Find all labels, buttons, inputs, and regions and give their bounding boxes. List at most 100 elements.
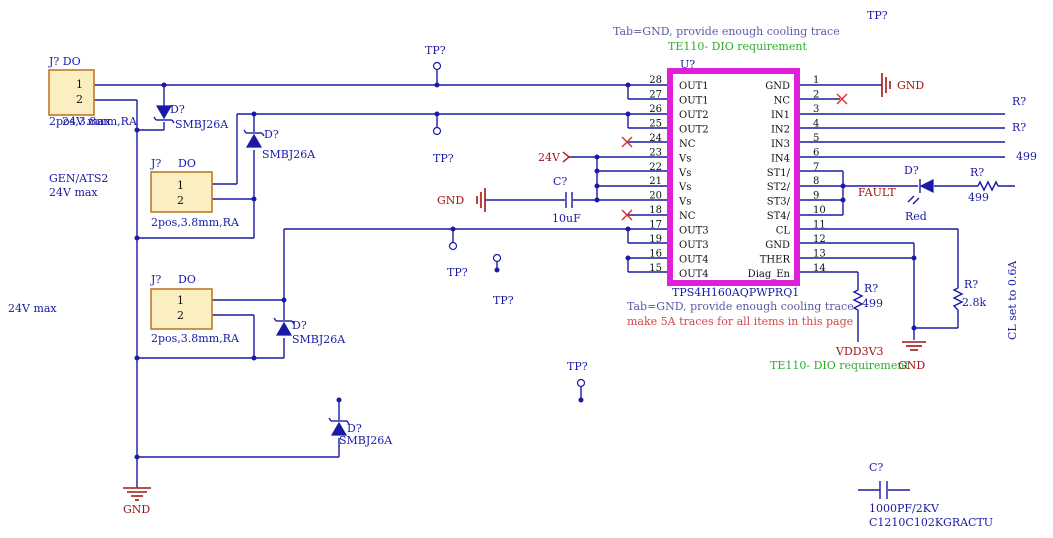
- no-connect-markers: [621, 93, 848, 221]
- resistor-diag[interactable]: R? 499: [852, 282, 883, 311]
- ic-left-pin-name: NC: [679, 211, 696, 222]
- connector-1-desc: 2pos,3.8mm,RA: [49, 115, 138, 128]
- ic-right-pin-number: 6: [813, 147, 819, 158]
- gnd-symbol-right-bottom: GND: [898, 341, 926, 372]
- ic-tps4h160[interactable]: U? TPS4H160AQPWPRQ1: [667, 58, 800, 299]
- gnd-label-right-bottom: GND: [898, 359, 925, 372]
- led-fault[interactable]: D? Red: [904, 164, 934, 223]
- ic-left-pin-name: Vs: [678, 197, 691, 208]
- resistor-cl-value: 2.8k: [962, 296, 986, 309]
- tvs-diode-3[interactable]: D? SMBJ26A: [273, 317, 346, 346]
- tvs-diode-2[interactable]: D? SMBJ26A: [243, 128, 316, 161]
- connector-3-ref: J?: [150, 273, 161, 286]
- ic-left-pin-number: 23: [649, 147, 662, 158]
- ic-right-pin-number: 9: [813, 191, 819, 202]
- ic-left-pin-name: Vs: [678, 182, 691, 193]
- capacitor-1000pf-ref: C?: [869, 461, 883, 474]
- resistor-fault[interactable]: R? 499: [968, 166, 999, 204]
- test-point-4[interactable]: TP?: [492, 253, 514, 308]
- ic-right-pin-name: ST2/: [767, 182, 791, 193]
- ic-left-pin-name: OUT2: [679, 124, 709, 135]
- note-bottom-green: TE110- DIO requirement: [770, 359, 909, 372]
- ic-right-pin-name: ST3/: [767, 197, 791, 208]
- ic-left-pin-name: OUT1: [679, 81, 709, 92]
- ic-right-pin-number: 2: [813, 89, 819, 100]
- ic-part: TPS4H160AQPWPRQ1: [672, 286, 799, 299]
- ic-right-pin-number: 8: [813, 176, 819, 187]
- ic-right-pin-name: IN1: [771, 110, 790, 121]
- test-point-5[interactable]: TP?: [567, 360, 588, 400]
- resistor-in2-ref: R?: [1012, 121, 1026, 134]
- connector-2-pin2: 2: [177, 194, 184, 207]
- ic-right-pin-name: Diag_En: [748, 269, 791, 280]
- ic-left-pin-name: Vs: [678, 153, 691, 164]
- connector-1-pin1: 1: [76, 78, 83, 91]
- ic-right-pin-name: NC: [774, 95, 791, 106]
- tvs-diode-4[interactable]: D? SMBJ26A: [328, 417, 393, 447]
- capacitor-10uf-value: 10uF: [552, 212, 581, 225]
- test-point-4-label: TP?: [493, 294, 514, 307]
- ic-left-pin-name: OUT1: [679, 95, 709, 106]
- test-point-1[interactable]: TP?: [425, 44, 446, 85]
- junctions: [134, 82, 917, 460]
- ic-right-pin-number: 3: [813, 104, 819, 115]
- tvs-diode-4-part: SMBJ26A: [339, 434, 393, 447]
- connector-2[interactable]: 1 2 J? DO 2pos,3.8mm,RA: [150, 157, 240, 229]
- test-point-3[interactable]: TP?: [447, 229, 468, 279]
- vdd-label: VDD3V3: [835, 345, 884, 358]
- capacitor-1000pf-value: 1000PF/2KV: [869, 502, 940, 515]
- max-voltage-label-1: 24V max: [49, 186, 98, 199]
- connector-3-pin1: 1: [177, 294, 184, 307]
- capacitor-1000pf[interactable]: C? 1000PF/2KV C1210C102KGRACTU: [869, 461, 993, 529]
- connector-3[interactable]: 1 2 J? DO 2pos,3.8mm,RA: [150, 273, 240, 345]
- max-voltage-label-2: 24V max: [8, 302, 57, 315]
- ic-right-pin-number: 14: [813, 263, 826, 274]
- ic-right-pin-number: 1: [813, 75, 819, 86]
- ic-right-pin-name: ST1/: [767, 168, 791, 179]
- wires: [94, 84, 1015, 491]
- ic-left-pin-number: 18: [649, 205, 662, 216]
- ic-left-pin-number: 20: [649, 191, 662, 202]
- connector-1-overlap: 24V max: [62, 115, 111, 128]
- v24-label: 24V: [538, 151, 561, 164]
- ic-left-pin-number: 15: [649, 263, 662, 274]
- resistor-cl[interactable]: R? 2.8k: [952, 278, 986, 311]
- connector-1-ref: J? DO: [48, 55, 81, 68]
- test-point-1-label: TP?: [425, 44, 446, 57]
- ic-left-pin-name: OUT2: [679, 110, 709, 121]
- ic-right-pin-number: 10: [813, 205, 826, 216]
- tvs-diode-1[interactable]: D? SMBJ26A: [153, 103, 229, 131]
- test-point-2[interactable]: TP?: [432, 114, 454, 165]
- ic-right-pin-number: 5: [813, 133, 819, 144]
- ic-right-pin-name: IN3: [771, 139, 790, 150]
- test-point-2-label: TP?: [433, 152, 454, 165]
- led-color: Red: [905, 210, 927, 223]
- test-point-6-label: TP?: [867, 9, 888, 22]
- connector-1-pin2: 2: [76, 93, 83, 106]
- note-top-green: TE110- DIO requirement: [668, 40, 807, 53]
- ic-right-pin-name: IN2: [771, 124, 790, 135]
- ic-left-pin-number: 21: [649, 176, 662, 187]
- gen-ats-label: GEN/ATS2: [49, 172, 108, 185]
- capacitor-1000pf-part: C1210C102KGRACTU: [869, 516, 993, 529]
- gnd-symbol-bottom: GND: [123, 487, 151, 516]
- fault-net-label: FAULT: [858, 186, 896, 199]
- ic-right-pin-name: ST4/: [767, 211, 791, 222]
- ic-left-pin-name: OUT3: [679, 226, 709, 237]
- capacitor-10uf[interactable]: C? 10uF: [552, 175, 581, 225]
- resistor-in-value: 499: [1016, 150, 1037, 163]
- resistor-cl-ref: R?: [964, 278, 978, 291]
- ic-left-pin-number: 22: [649, 162, 662, 173]
- v24-net-label: 24V: [538, 151, 571, 164]
- connector-2-desc: 2pos,3.8mm,RA: [151, 216, 240, 229]
- tvs-diode-3-ref: D?: [292, 319, 307, 332]
- note-top-blue: Tab=GND, provide enough cooling trace: [613, 25, 840, 38]
- connector-2-pin1: 1: [177, 179, 184, 192]
- tvs-diode-2-ref: D?: [264, 128, 279, 141]
- gnd-label-cap: GND: [437, 194, 464, 207]
- ic-right-pin-name: GND: [765, 81, 790, 92]
- ic-left-pin-number: 26: [649, 104, 662, 115]
- gnd-symbol-right-top: GND: [881, 73, 924, 97]
- ic-right-pin-number: 4: [813, 118, 819, 129]
- connector-1[interactable]: 1 2 J? DO 2pos,3.8mm,RA 24V max: [48, 55, 138, 128]
